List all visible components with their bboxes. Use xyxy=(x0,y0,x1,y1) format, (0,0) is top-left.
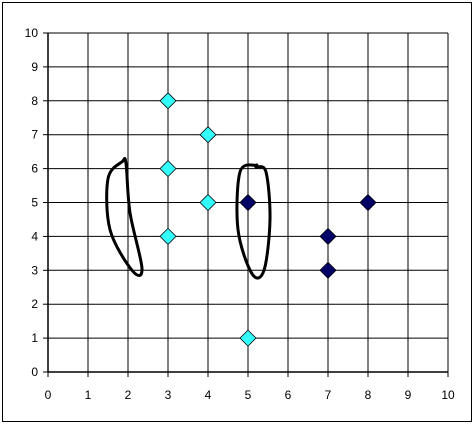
data-point-diamond xyxy=(159,227,177,245)
x-tick-label: 2 xyxy=(125,388,132,402)
x-tick-label: 5 xyxy=(245,388,252,402)
x-tick-label: 4 xyxy=(205,388,212,402)
x-tick-label: 6 xyxy=(285,388,292,402)
data-point-diamond xyxy=(239,329,257,347)
freehand-loop xyxy=(235,163,272,280)
hand-drawn-annotations xyxy=(105,157,272,280)
axes xyxy=(43,32,449,377)
freehand-loop xyxy=(105,157,144,277)
data-point-diamond xyxy=(359,193,377,212)
data-point-diamond xyxy=(159,160,177,178)
x-tick-label: 7 xyxy=(325,388,332,402)
data-point-diamond xyxy=(239,193,257,212)
y-tick-label: 4 xyxy=(31,229,38,243)
y-tick-label: 1 xyxy=(31,331,38,345)
y-tick-label: 6 xyxy=(31,162,38,176)
data-point-diamond xyxy=(319,227,337,245)
y-tick-label: 7 xyxy=(31,128,38,142)
x-tick-label: 1 xyxy=(85,388,92,402)
data-point-diamond xyxy=(319,261,337,279)
x-tick-label: 9 xyxy=(405,388,412,402)
x-tick-label: 10 xyxy=(441,388,455,402)
data-point-diamond xyxy=(159,92,177,110)
y-tick-label: 3 xyxy=(31,263,38,277)
data-points xyxy=(159,92,377,347)
x-tick-label: 3 xyxy=(165,388,172,402)
data-point-diamond xyxy=(199,193,217,212)
y-tick-label: 9 xyxy=(31,60,38,74)
x-tick-label: 0 xyxy=(45,388,52,402)
y-tick-label: 5 xyxy=(31,196,38,210)
y-tick-label: 8 xyxy=(31,94,38,108)
x-tick-label: 8 xyxy=(365,388,372,402)
tick-labels: 0 1 2 3 4 5 6 7 8 9 10 0 1 2 3 4 5 6 7 8 9 10 xyxy=(25,26,455,402)
y-tick-label: 2 xyxy=(31,297,38,311)
y-tick-label: 0 xyxy=(31,365,38,379)
y-tick-label: 10 xyxy=(25,26,39,40)
data-point-diamond xyxy=(199,126,217,144)
